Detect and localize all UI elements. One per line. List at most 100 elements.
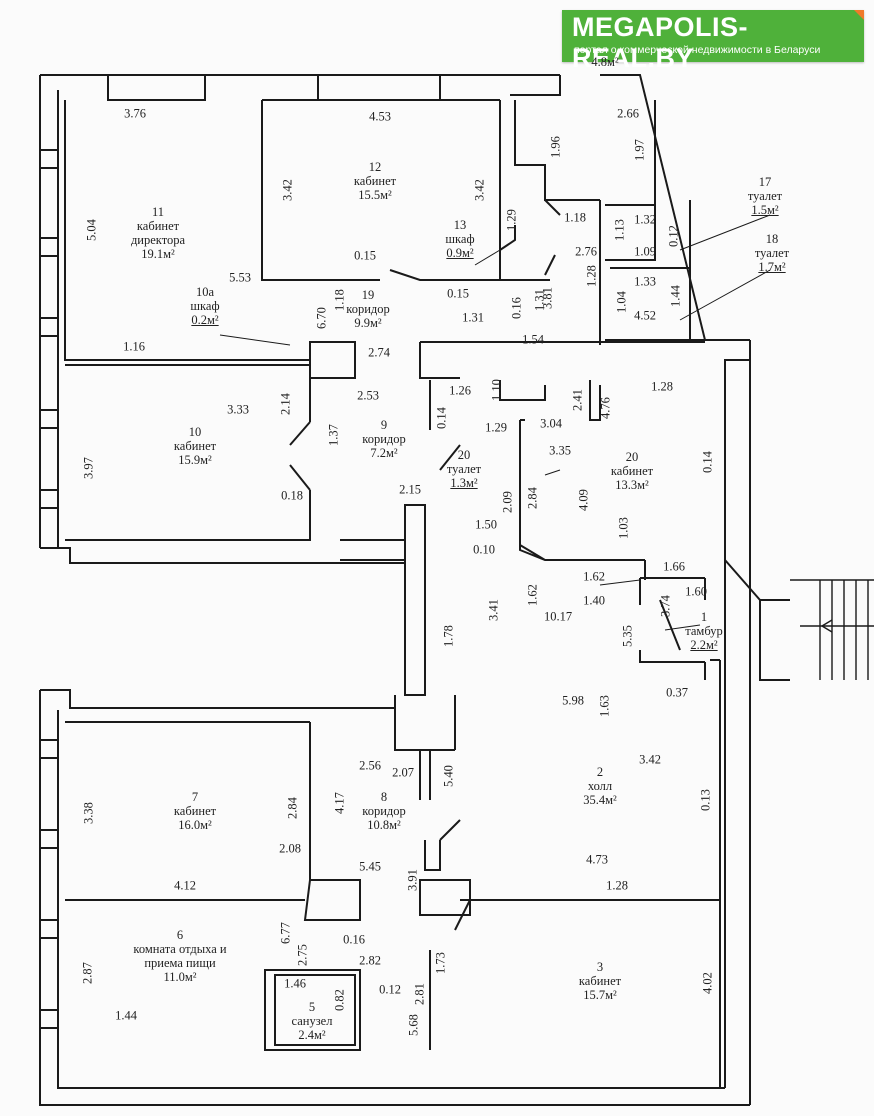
dim-label: 2.09 (500, 491, 515, 513)
dim-label: 3.04 (540, 416, 562, 431)
dim-label: 1.16 (123, 339, 145, 354)
dim-label: 0.12 (666, 225, 681, 247)
dim-label: 1.26 (449, 383, 471, 398)
dim-label: 1.44 (668, 285, 683, 307)
dim-label: 6.77 (278, 922, 293, 944)
dim-label: 1.54 (522, 332, 544, 347)
dim-label: 1.66 (663, 559, 685, 574)
dim-label: 1.18 (332, 289, 347, 311)
dim-label: 2.14 (278, 393, 293, 415)
partitions-south (65, 659, 721, 1088)
dim-label: 5.04 (84, 219, 99, 241)
dim-label: 3.33 (227, 402, 249, 417)
dim-label: 4.02 (700, 972, 715, 994)
dim-label: 3.74 (658, 595, 673, 617)
partitions-east (639, 559, 790, 681)
windows-west (40, 149, 58, 1029)
dim-label: 5.45 (359, 859, 381, 874)
dim-label: 3.76 (124, 106, 146, 121)
dim-label: 0.37 (666, 685, 688, 700)
logo-tagline: портал о коммерческой недвижимости в Бел… (574, 44, 821, 56)
dim-label: 0.16 (343, 932, 365, 947)
dim-label: 3.41 (486, 599, 501, 621)
windows-north (107, 75, 561, 101)
dim-label: 2.41 (570, 389, 585, 411)
logo-corner (854, 10, 864, 20)
dim-label: 2.76 (575, 244, 597, 259)
dim-label: 5.53 (229, 270, 251, 285)
dim-label: 10.17 (543, 609, 573, 624)
dim-label: 4.76 (598, 397, 613, 419)
logo-brand: MEGAPOLIS-REAL.BY (572, 12, 749, 73)
dim-label: 2.87 (80, 962, 95, 984)
dim-label: 1.50 (475, 517, 497, 532)
dim-label: 0.14 (700, 451, 715, 473)
dim-label: 4.52 (634, 308, 656, 323)
dim-label: 1.44 (115, 1008, 137, 1023)
dim-label: 3.42 (280, 179, 295, 201)
dim-label: 1.78 (441, 625, 456, 647)
dim-label: 2.74 (368, 345, 390, 360)
dim-label: 1.60 (685, 584, 707, 599)
dim-label: 1.18 (564, 210, 586, 225)
dim-label: 0.15 (447, 286, 469, 301)
dim-label: 3.42 (472, 179, 487, 201)
partitions-mid (65, 341, 705, 696)
dim-label: 0.82 (332, 989, 347, 1011)
dim-label: 0.12 (379, 982, 401, 997)
stairs (790, 579, 874, 680)
dim-label: 4.12 (174, 878, 196, 893)
dim-label: 1.09 (634, 244, 656, 259)
dim-label: 3.38 (81, 802, 96, 824)
dim-label: 2.15 (399, 482, 421, 497)
dim-label: 2.82 (359, 953, 381, 968)
dim-label: 1.04 (614, 291, 629, 313)
dim-label: 1.97 (632, 139, 647, 161)
dim-label: 2.56 (359, 758, 381, 773)
partitions (64, 99, 705, 366)
dim-label: 5.35 (620, 625, 635, 647)
dim-label: 4.73 (586, 852, 608, 867)
dim-label: 1.28 (606, 878, 628, 893)
dim-label: 2.07 (392, 765, 414, 780)
dim-label: 5.98 (562, 693, 584, 708)
dim-label: 1.37 (326, 424, 341, 446)
dim-label: 0.15 (354, 248, 376, 263)
dim-label: 2.84 (525, 487, 540, 509)
dim-label: 1.32 (634, 212, 656, 227)
dim-label: 1.29 (504, 209, 519, 231)
dim-label: 0.18 (281, 488, 303, 503)
dim-label: 3.35 (549, 443, 571, 458)
dim-label: 6.70 (314, 307, 329, 329)
dim-label: 0.13 (698, 789, 713, 811)
dim-label: 4.17 (332, 792, 347, 814)
dim-label: 2.75 (295, 944, 310, 966)
dim-label: 0.16 (509, 297, 524, 319)
site-logo[interactable]: MEGAPOLIS-REAL.BY портал о коммерческой … (562, 10, 864, 73)
dim-label: 1.46 (284, 976, 306, 991)
dim-label: 1.63 (597, 695, 612, 717)
dim-label: 1.62 (583, 569, 605, 584)
dim-label: 3.42 (639, 752, 661, 767)
dim-label: 1.28 (584, 265, 599, 287)
dim-label: 2.84 (285, 797, 300, 819)
dim-label: 1.03 (616, 517, 631, 539)
dim-label: 2.53 (357, 388, 379, 403)
dim-label: 1.31 (462, 310, 484, 325)
dim-label: 4.09 (576, 489, 591, 511)
dim-label: 1.96 (548, 136, 563, 158)
